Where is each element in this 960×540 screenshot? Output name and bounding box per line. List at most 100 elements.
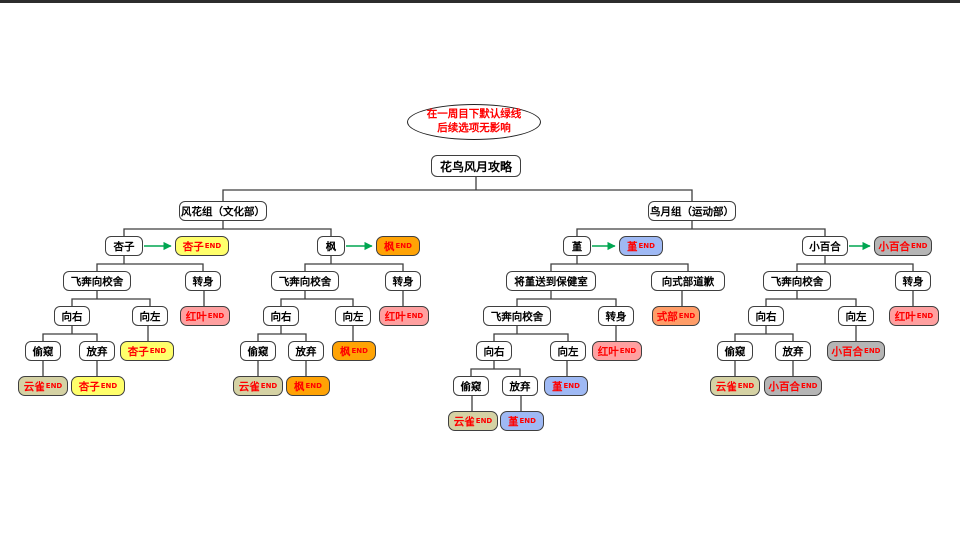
node-anko-run-to-school: 飞奔向校舍 (63, 271, 131, 291)
node-sumire-run-to-school: 飞奔向校舍 (483, 306, 551, 326)
end-name: 小百合 (831, 345, 864, 358)
node-sayuri-give-up: 放弃 (775, 341, 811, 361)
end-suffix: END (395, 242, 412, 250)
end-suffix: END (204, 242, 222, 250)
end-suffix: END (260, 382, 278, 390)
node-sumire-apologize-shikibu: 向式部道歉 (651, 271, 725, 291)
node-kaede-go-right: 向右 (263, 306, 299, 326)
end-name: 云雀 (238, 380, 260, 393)
end-name: 堇 (627, 240, 638, 253)
node-kaede-give-up: 放弃 (288, 341, 324, 361)
end-suffix: END (305, 382, 322, 390)
end-name: 式部 (656, 310, 678, 323)
end-suffix: END (519, 417, 536, 425)
end-suffix: END (619, 347, 637, 355)
node-sayuri: 小百合 (802, 236, 848, 256)
page-title: 花鸟风月攻略 (431, 155, 521, 177)
end-suffix: END (916, 312, 934, 320)
end-name: 杏子 (127, 345, 149, 358)
end-name: 枫 (340, 345, 351, 358)
node-sayuri-go-right: 向右 (748, 306, 784, 326)
end-name: 红叶 (894, 310, 916, 323)
node-kaede-go-left: 向左 (335, 306, 371, 326)
end-name: 云雀 (715, 380, 737, 393)
node-sumire-peep: 偷窥 (453, 376, 489, 396)
node-sumire-turn-around: 转身 (598, 306, 634, 326)
node-group-culture: 风花组（文化部） (179, 201, 267, 221)
node-sumire-give-up: 放弃 (502, 376, 538, 396)
node-group-sports: 鸟月组（运动部） (648, 201, 736, 221)
letterbox-top-bar (0, 0, 960, 3)
end-name: 杏子 (182, 240, 204, 253)
end-name: 云雀 (23, 380, 45, 393)
node-sumire-infirmary: 将堇送到保健室 (506, 271, 596, 291)
end-name: 堇 (508, 415, 519, 428)
end-suffix: END (563, 382, 580, 390)
end-suffix: END (406, 312, 424, 320)
node-kaede-turn-around: 转身 (385, 271, 421, 291)
end-suffix: END (911, 242, 928, 250)
end-suffix: END (737, 382, 755, 390)
node-sayuri-run-to-school: 飞奔向校舍 (763, 271, 831, 291)
note-bubble: 在一周目下默认绿线 后续选项无影响 (407, 104, 541, 140)
node-anko-turn-around: 转身 (185, 271, 221, 291)
end-suffix: END (100, 382, 118, 390)
end-suffix: END (638, 242, 655, 250)
end-name: 小百合 (768, 380, 801, 393)
end-suffix: END (475, 417, 493, 425)
node-anko-go-right: 向右 (54, 306, 90, 326)
node-sumire: 堇 (563, 236, 591, 256)
note-line-1: 在一周目下默认绿线 (426, 108, 522, 121)
node-sumire-go-right: 向右 (476, 341, 512, 361)
node-anko-give-up: 放弃 (79, 341, 115, 361)
end-name: 枫 (294, 380, 305, 393)
node-kaede-run-to-school: 飞奔向校舍 (271, 271, 339, 291)
end-suffix: END (864, 347, 881, 355)
end-name: 杏子 (78, 380, 100, 393)
node-sayuri-peep: 偷窥 (717, 341, 753, 361)
node-kaede: 枫 (317, 236, 345, 256)
note-line-2: 后续选项无影响 (437, 122, 511, 134)
end-suffix: END (207, 312, 225, 320)
node-sumire-go-left: 向左 (550, 341, 586, 361)
tree-connectors (42, 177, 914, 411)
end-suffix: END (801, 382, 818, 390)
end-name: 红叶 (597, 345, 619, 358)
node-sayuri-go-left: 向左 (838, 306, 874, 326)
end-suffix: END (45, 382, 63, 390)
end-suffix: END (149, 347, 167, 355)
end-name: 枫 (384, 240, 395, 253)
end-name: 红叶 (185, 310, 207, 323)
end-suffix: END (351, 347, 368, 355)
node-anko-peep: 偷窥 (25, 341, 61, 361)
end-name: 云雀 (453, 415, 475, 428)
end-name: 堇 (552, 380, 563, 393)
node-anko-go-left: 向左 (132, 306, 168, 326)
end-suffix: END (678, 312, 696, 320)
node-sayuri-turn-around: 转身 (895, 271, 931, 291)
end-name: 小百合 (878, 240, 911, 253)
node-anko: 杏子 (105, 236, 143, 256)
node-kaede-peep: 偷窥 (240, 341, 276, 361)
end-name: 红叶 (384, 310, 406, 323)
